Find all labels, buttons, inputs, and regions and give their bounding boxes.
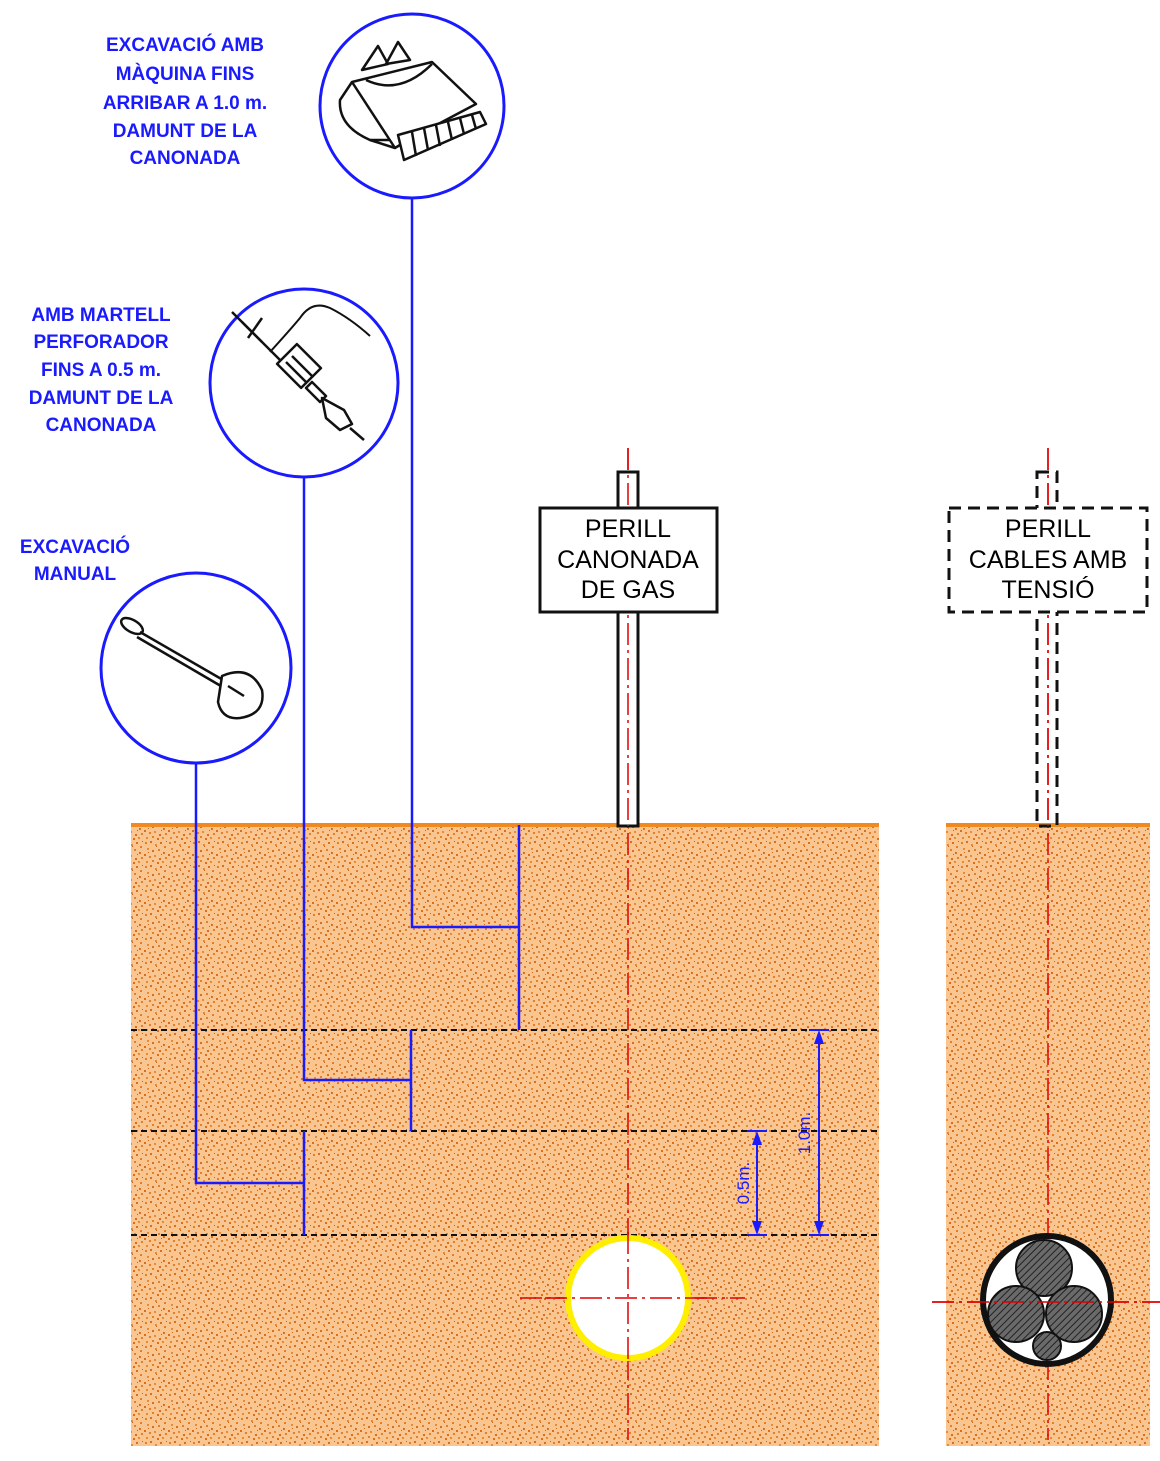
cable-sign-line-2: CABLES AMB <box>969 546 1127 574</box>
cable-sign-line-1: PERILL <box>1005 515 1091 543</box>
label-excavator-line-5: CANONADA <box>130 148 241 169</box>
cable-bundle <box>932 1233 1160 1367</box>
label-hammer-line-3: FINS A 0.5 m. <box>41 360 161 381</box>
gas-pipe <box>545 1232 711 1364</box>
cable-sign-line-3: TENSIÓ <box>1001 575 1094 604</box>
soil-block-main <box>131 824 879 1446</box>
shovel-icon <box>119 616 264 720</box>
dimension-half-meter: 0.5m. <box>734 1130 767 1236</box>
cable-sign-board <box>947 506 1149 614</box>
gas-sign: PERILL CANONADA DE GAS <box>538 448 719 828</box>
label-excavator-line-3: ARRIBAR A 1.0 m. <box>103 93 267 114</box>
cable-sign: PERILL CABLES AMB TENSIÓ <box>947 448 1149 828</box>
label-hammer-line-4: DAMUNT DE LA <box>29 388 174 409</box>
label-excavator-line-1: EXCAVACIÓ AMB <box>106 34 264 56</box>
label-manual-line-1: EXCAVACIÓ <box>20 536 130 558</box>
gas-sign-line-3: DE GAS <box>581 576 675 604</box>
dimension-one-meter: 1.0m. <box>795 1029 829 1236</box>
gas-sign-board <box>538 506 719 614</box>
tool-excavator <box>318 12 506 200</box>
label-manual-line-2: MANUAL <box>34 564 117 585</box>
dimension-one-meter-label: 1.0m. <box>795 1112 814 1155</box>
cable-sign-post <box>1035 470 1059 828</box>
label-hammer-line-2: PERFORADOR <box>33 332 168 353</box>
label-manual: EXCAVACIÓ MANUAL <box>20 536 130 585</box>
gas-sign-line-2: CANONADA <box>557 546 699 574</box>
tool-manual <box>99 571 293 765</box>
excavator-bucket-icon <box>338 40 488 162</box>
jackhammer-icon <box>231 304 371 441</box>
label-hammer-line-5: CANONADA <box>46 415 157 436</box>
label-excavator: EXCAVACIÓ AMB MÀQUINA FINS ARRIBAR A 1.0… <box>103 34 267 169</box>
gas-sign-line-1: PERILL <box>585 515 671 543</box>
label-excavator-line-2: MÀQUINA FINS <box>116 63 255 85</box>
label-hammer-line-1: AMB MARTELL <box>31 305 171 326</box>
tool-hammer <box>208 287 400 479</box>
leader-lines <box>194 198 521 1235</box>
label-excavator-line-4: DAMUNT DE LA <box>113 121 258 142</box>
label-hammer: AMB MARTELL PERFORADOR FINS A 0.5 m. DAM… <box>29 305 174 436</box>
dimension-half-meter-label: 0.5m. <box>734 1162 753 1205</box>
